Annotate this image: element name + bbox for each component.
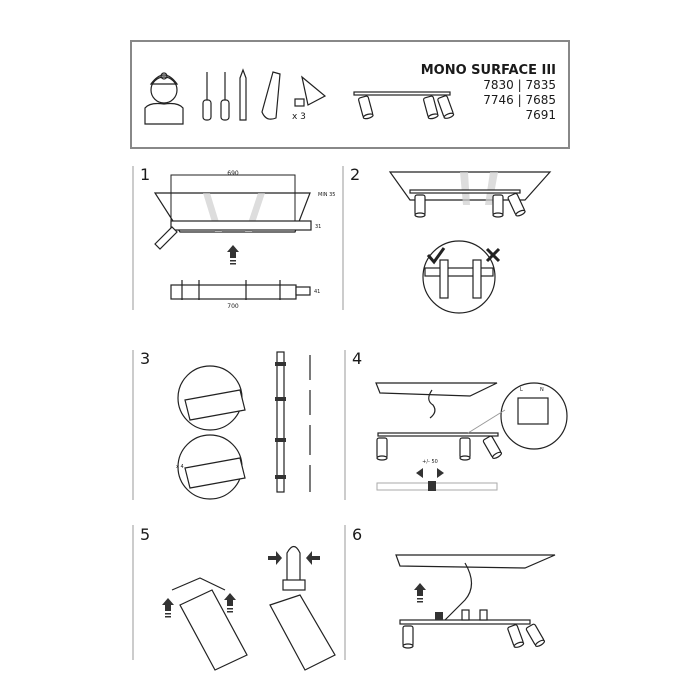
up-arrow-icon xyxy=(227,245,239,265)
step-5: 5 xyxy=(132,525,336,671)
saw-icon xyxy=(261,71,281,120)
step-3: 3 x 4 xyxy=(132,349,311,500)
quantity-label: x 4 xyxy=(176,464,184,470)
step-6: 6 xyxy=(344,525,556,660)
adjust-arrows-icon xyxy=(416,468,444,478)
step-2: 2 xyxy=(342,165,552,314)
step-number: 5 xyxy=(140,525,150,544)
header-panel: x 3 MONO SURFACE III 7830 | 7835 7746 | … xyxy=(130,40,570,149)
saw-icon xyxy=(154,226,178,250)
model-codes-1: 7830 | 7835 xyxy=(483,78,556,92)
adjust-label: +/- 50 xyxy=(422,459,438,465)
product-title: MONO SURFACE III xyxy=(421,63,556,78)
thickness-label: 31 xyxy=(315,224,321,230)
step-number: 2 xyxy=(350,165,360,184)
live-label: L xyxy=(520,387,523,393)
cut-width-label: 690 xyxy=(227,170,239,177)
gu10-bulb-icon xyxy=(294,75,327,107)
cross-icon xyxy=(485,247,501,263)
product-illustration xyxy=(353,91,455,121)
pencil-icon xyxy=(239,68,247,121)
press-arrow-icon xyxy=(268,551,282,565)
step-number: 4 xyxy=(352,349,362,368)
step-number: 6 xyxy=(352,525,362,544)
check-icon xyxy=(426,247,446,265)
model-codes-3: 7691 xyxy=(525,108,556,122)
height-label: 41 xyxy=(314,289,320,295)
phillips-screwdriver-icon xyxy=(202,72,212,121)
installer-icon xyxy=(144,72,184,125)
flat-screwdriver-icon xyxy=(220,72,230,121)
model-codes-2: 7746 | 7685 xyxy=(483,93,556,107)
step-number: 1 xyxy=(140,165,150,184)
step-4: 4 L N +/- 50 xyxy=(344,349,568,500)
bulb-quantity: x 3 xyxy=(292,112,306,122)
min-depth-label: MIN 35 xyxy=(318,192,335,198)
press-arrow-icon xyxy=(306,551,320,565)
neutral-label: N xyxy=(540,387,544,393)
step-number: 3 xyxy=(140,349,150,368)
length-label: 700 xyxy=(227,303,239,310)
step-1: 1 690 MIN 35 31 700 41 xyxy=(132,165,335,310)
